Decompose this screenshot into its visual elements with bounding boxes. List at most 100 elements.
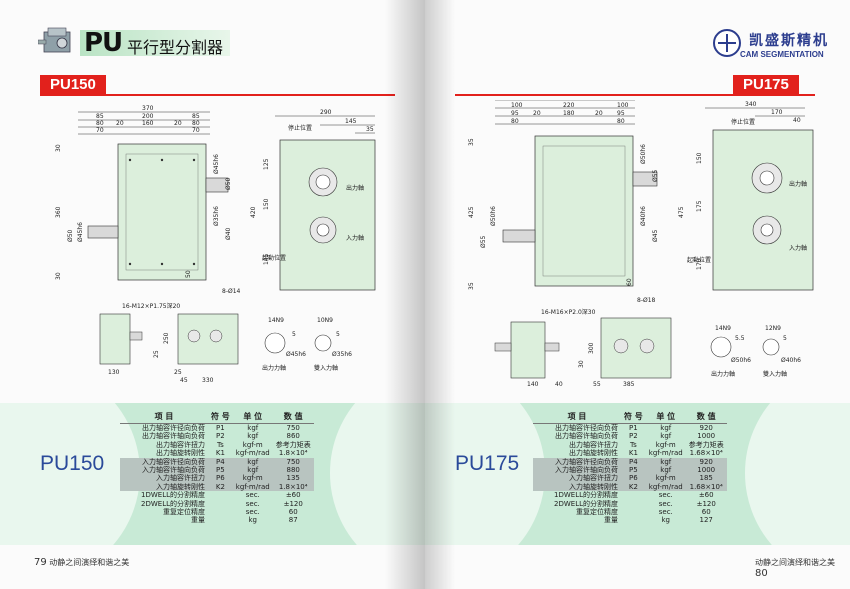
unit-cell: kgf (660, 424, 672, 432)
unit-cell: kgf (645, 466, 686, 475)
col-symbol: 符 号 (208, 412, 233, 424)
dim-label: Ø55 (652, 169, 659, 182)
value-cell: ±120 (283, 499, 303, 508)
dim-label: 80 (511, 118, 519, 125)
dim-label: 5 (292, 331, 296, 338)
unit-cell: kgf (645, 457, 686, 467)
col-item: 项 目 (120, 412, 208, 424)
item-cell: 出力轴容许扭力 (156, 440, 205, 449)
dim-label: 12N9 (765, 325, 781, 332)
symbol-cell (621, 516, 646, 524)
value-cell: 60 (288, 508, 298, 517)
dim-label: 80 (192, 120, 200, 127)
dim-label: 95 (511, 110, 519, 117)
col-symbol: 符 号 (621, 412, 646, 424)
model-tag: PU175 (733, 75, 799, 95)
table-header: 项 目 符 号 单 位 数 值 (533, 412, 727, 424)
dim-label: 145 (345, 118, 357, 125)
dim-label: 35 (468, 138, 475, 146)
dim-label: 100 (511, 102, 523, 109)
left-page: PU 平行型分割器 PU150 370 85 200 85 80 20 160 … (0, 0, 425, 589)
symbol-cell: P1 (216, 424, 225, 432)
page-footer: 动静之间演绎和谐之美 80 (755, 557, 850, 579)
title-rule (455, 94, 815, 96)
dim-label: 20 (595, 110, 603, 117)
dim-label: Ø50h6 (490, 206, 497, 226)
unit-cell: kgf-m/rad (232, 482, 273, 492)
stop-position-label: 停止位置 (731, 118, 755, 126)
dim-label: 8-Ø18 (637, 297, 656, 304)
company-name: 凯盛斯精机 (749, 33, 829, 49)
dim-label: 420 (563, 100, 575, 102)
dim-label: 5.5 (735, 335, 745, 342)
dim-label: Ø50h6 (731, 357, 751, 364)
col-unit: 单 位 (232, 412, 273, 424)
model-tag: PU150 (40, 75, 106, 95)
unit-cell: kgf-m (655, 440, 676, 449)
value-cell: ±60 (698, 491, 714, 500)
technical-drawing: 420 100 220 100 95 20 180 20 95 80 80 34… (468, 100, 814, 388)
dual-input-shaft-label: 雙入力軸 (314, 364, 338, 372)
value-cell: 60 (701, 508, 711, 517)
input-shaft-label: 入力軸 (346, 234, 364, 242)
dim-label: 20 (174, 120, 182, 127)
symbol-cell (208, 500, 233, 508)
value-cell: ±120 (696, 499, 716, 508)
dim-label: 5 (783, 335, 787, 342)
dim-label: 45 (180, 377, 188, 384)
table-header: 项 目 符 号 单 位 数 值 (120, 412, 314, 424)
item-cell: 入力轴旋转刚性 (120, 482, 208, 492)
dim-label: 130 (108, 369, 120, 376)
value-cell: 1000 (685, 466, 727, 475)
value-cell: 880 (272, 466, 314, 475)
dim-label: Ø40h6 (640, 206, 647, 226)
dim-label: 95 (617, 110, 625, 117)
output-shaft-section-label: 出力力軸 (262, 364, 286, 372)
item-cell: 出力轴容许扭力 (569, 440, 618, 449)
model-big-label: PU175 (455, 452, 520, 475)
series-subtitle: 平行型分割器 (127, 38, 224, 57)
value-cell: 135 (272, 474, 314, 483)
item-cell: 出力轴容许径向负荷 (555, 424, 618, 432)
dim-label: 370 (142, 105, 154, 112)
value-cell: 920 (699, 424, 713, 432)
dim-label: 30 (55, 272, 62, 280)
dim-label: 175 (696, 200, 703, 212)
model-big-label: PU150 (40, 452, 105, 475)
item-cell: 重量 (604, 516, 618, 525)
dim-label: Ø40h6 (781, 357, 801, 364)
company-english-name: CAM SEGMENTATION (740, 50, 824, 59)
dim-label: 200 (142, 113, 154, 120)
unit-cell: kg (248, 516, 258, 525)
dim-label: 40 (555, 381, 563, 388)
dim-label: 50 (185, 270, 192, 278)
dim-label: 8-Ø14 (222, 288, 241, 295)
dim-label: 340 (745, 101, 757, 108)
dim-label: 385 (623, 381, 635, 388)
symbol-cell (208, 516, 233, 524)
col-value: 数 值 (685, 412, 727, 424)
item-cell: 重量 (191, 516, 205, 525)
col-unit: 单 位 (645, 412, 686, 424)
dim-label: Ø45h6 (213, 154, 220, 174)
dim-label: 80 (96, 120, 104, 127)
dim-label: 220 (563, 102, 575, 109)
value-cell: 920 (685, 457, 727, 467)
item-cell: 入力轴容许轴向负荷 (533, 466, 621, 475)
symbol-cell (208, 491, 233, 499)
item-cell: 2DWELL的分割精度 (141, 499, 205, 508)
company-logo-icon (713, 29, 741, 57)
unit-cell: sec. (245, 508, 260, 517)
dim-label: Ø35h6 (213, 206, 220, 226)
value-cell: 1.8×10⁴ (278, 449, 308, 458)
dim-label: 125 (263, 158, 270, 170)
dim-label: Ø35h6 (332, 351, 352, 358)
symbol-cell: P6 (621, 474, 646, 483)
item-cell: 入力轴容许径向负荷 (533, 457, 621, 467)
